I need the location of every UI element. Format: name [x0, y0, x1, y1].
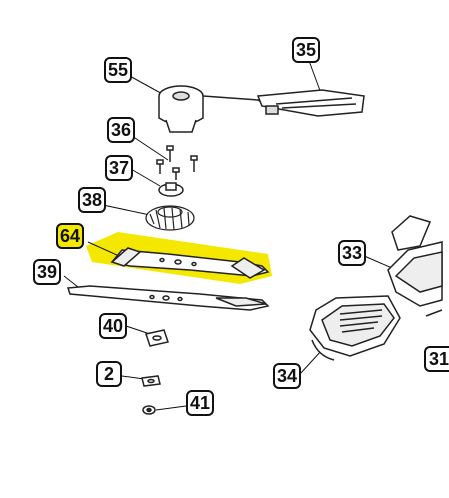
- motor-part: [158, 85, 204, 133]
- straight-blade-part: [66, 285, 270, 311]
- small-nut-part: [141, 375, 161, 387]
- grass-box-part: [309, 295, 401, 361]
- callout-40: 40: [99, 313, 128, 339]
- callout-33: 33: [338, 240, 367, 266]
- adapter-part: [158, 182, 184, 197]
- callout-36: 36: [107, 117, 136, 143]
- callout-34: 34: [273, 363, 302, 389]
- fan-part: [145, 205, 195, 231]
- callout-39: 39: [33, 259, 62, 285]
- callout-55: 55: [104, 57, 133, 83]
- callout-35: 35: [292, 37, 321, 63]
- callout-2: 2: [96, 361, 122, 387]
- mulching-blade-part: [110, 247, 270, 279]
- leader-lines: [63, 57, 393, 411]
- housing-part: [387, 215, 443, 317]
- blade-nut-part: [145, 329, 169, 347]
- callout-31: 31: [424, 346, 449, 372]
- callout-38: 38: [78, 187, 107, 213]
- callout-64: 64: [56, 223, 85, 249]
- washer-part: [142, 405, 156, 415]
- cable-bracket-part: [202, 89, 365, 117]
- callout-41: 41: [186, 390, 215, 416]
- screws-part: [156, 145, 198, 180]
- callout-37: 37: [105, 155, 134, 181]
